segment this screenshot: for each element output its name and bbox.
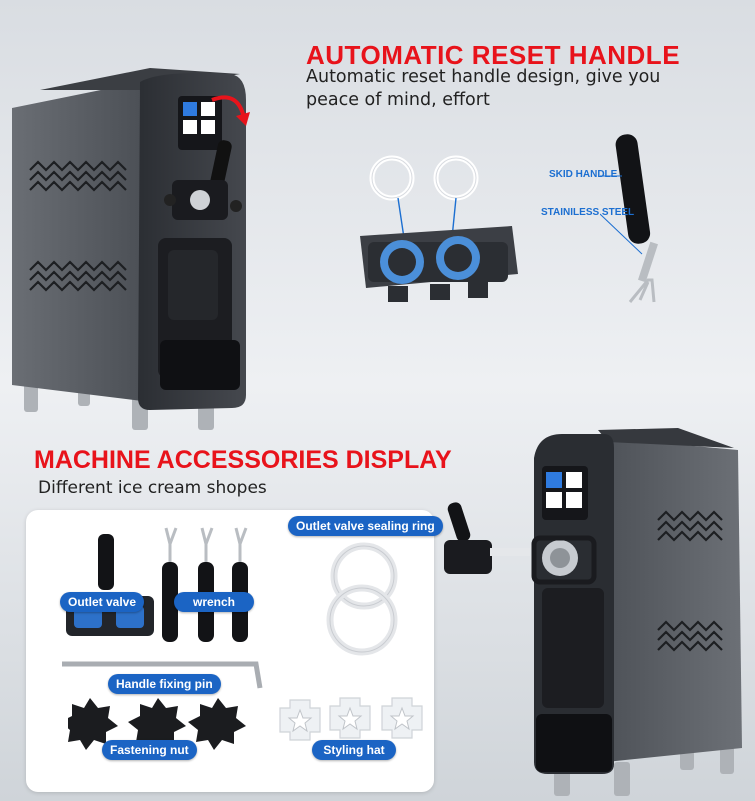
wrench-label: wrench [174,592,254,612]
valve-seal-diagram [360,155,518,302]
styling-hat-label: Styling hat [312,740,396,760]
automatic-reset-handle-title: AUTOMATIC RESET HANDLE [306,40,681,70]
outlet-valve-label: Outlet valve [60,592,145,612]
machine-accessories-title: MACHINE ACCESSORIES DISPLAY [34,446,452,474]
skid-handle-callout: SKID HANDLE [549,169,618,180]
automatic-reset-handle-description: Automatic reset handle design, give you … [306,67,661,110]
fastening-nut-image [68,698,246,750]
outlet-valve-image [66,534,154,636]
wrench-image [162,527,248,642]
handle-diagram [600,134,658,303]
accessories-panel: Outlet valve wrench Outlet valve sealing… [26,510,443,792]
handle-fixing-pin-image [62,661,263,689]
stainless-steel-callout: STAINILESS STEEL [541,207,635,218]
ice-cream-machine-front-image [444,428,742,796]
styling-hat-image [279,697,423,741]
sealing-ring-image [326,542,398,656]
ice-cream-machine-image [12,68,250,430]
handle-fixing-pin-label: Handle fixing pin [108,674,221,694]
machine-accessories-subtitle: Different ice cream shopes [38,478,267,498]
sealing-ring-label: Outlet valve sealing ring [288,516,443,536]
fastening-nut-label: Fastening nut [102,740,197,760]
